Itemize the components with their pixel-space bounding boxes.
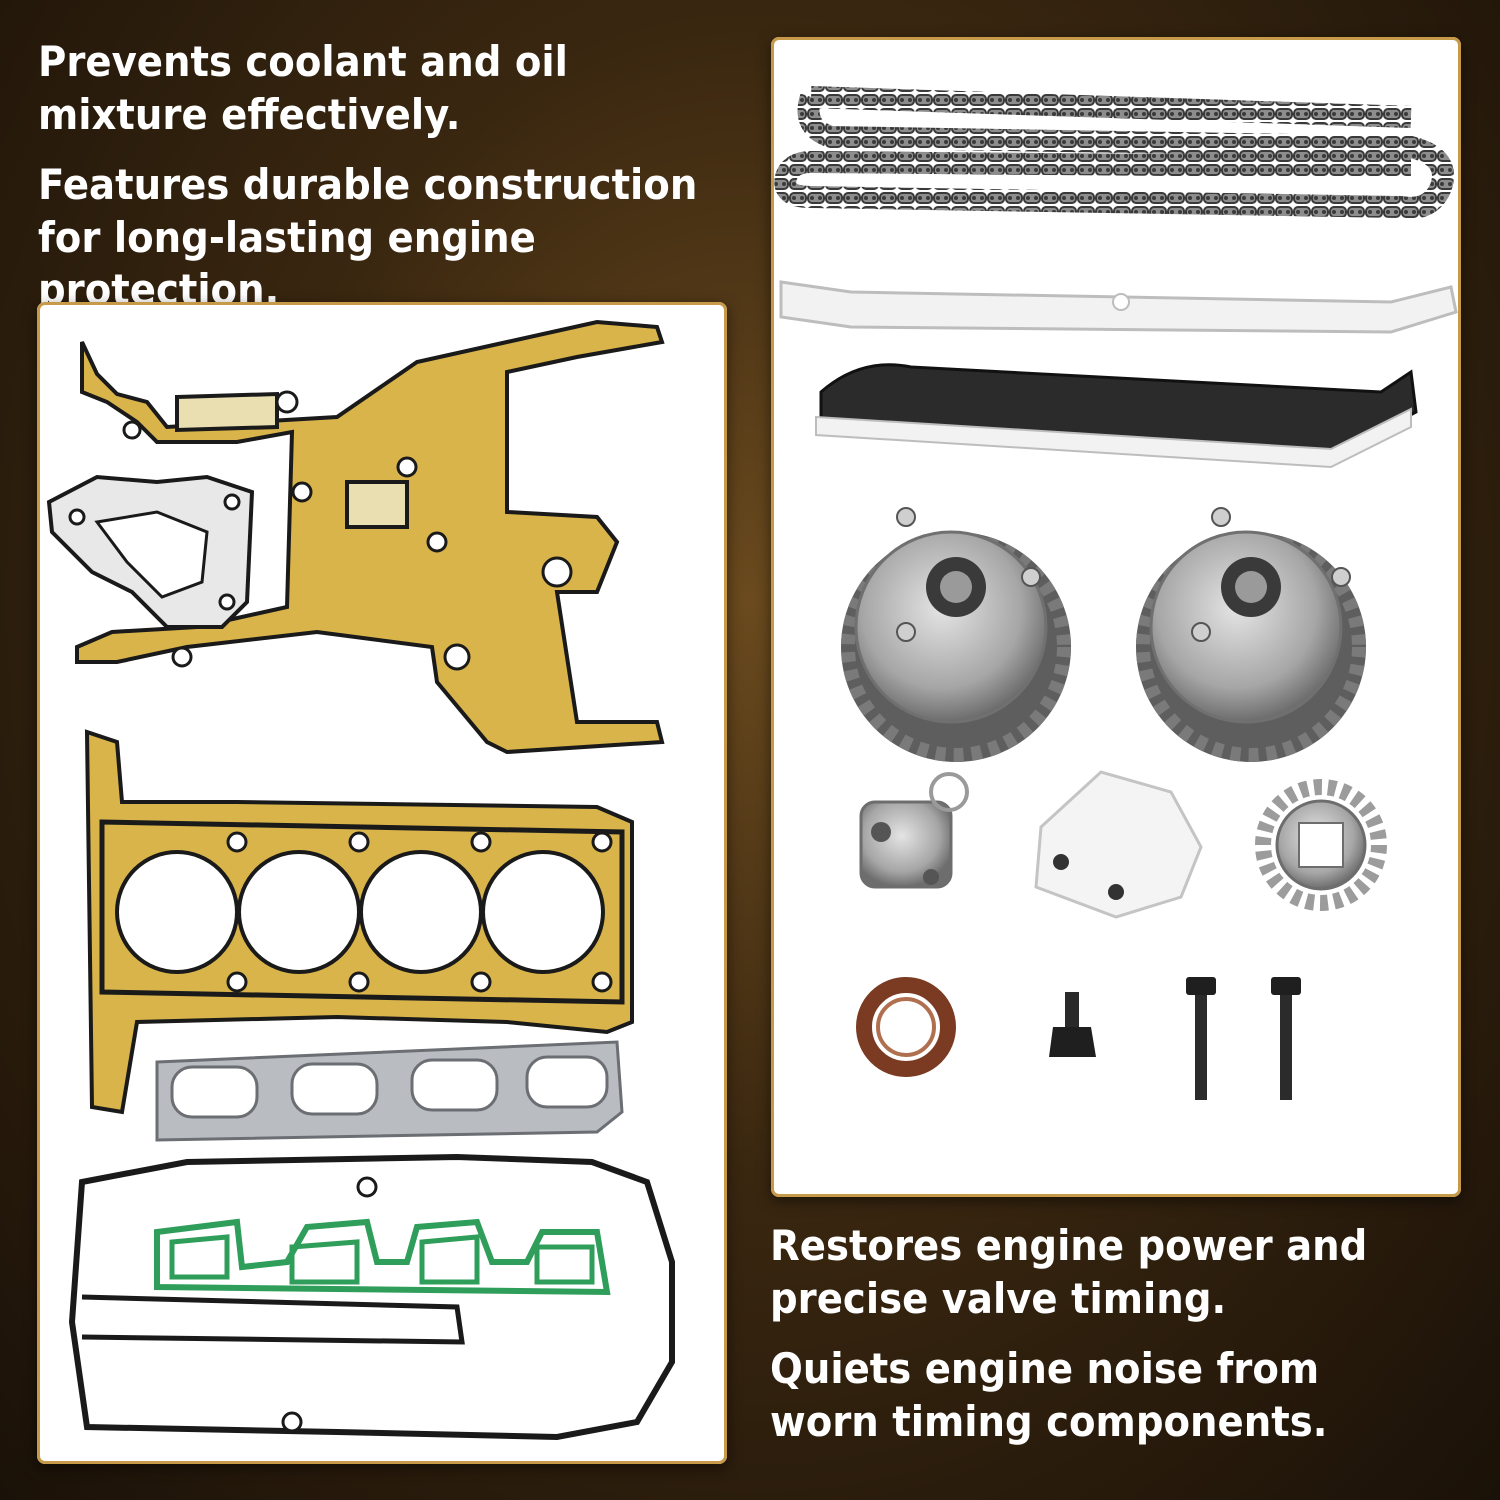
bottom-feature-captions: Restores engine power and precise valve … [770, 1220, 1414, 1466]
timing-chain [774, 86, 1454, 219]
upper-guide-block [1034, 770, 1203, 919]
timing-kit-panel [771, 37, 1461, 1197]
caption-quiets-noise: Quiets engine noise from worn timing com… [770, 1344, 1328, 1446]
cam-phaser-intake [841, 507, 1071, 762]
crank-seal [856, 977, 956, 1077]
tensioner-rail [815, 363, 1418, 469]
exhaust-manifold-gasket [155, 1040, 624, 1142]
caption-durable-construction: Features durable construction for long-l… [38, 160, 698, 314]
crankshaft-sprocket [1255, 779, 1387, 911]
gasket-set-panel [37, 302, 727, 1464]
timing-cover-gasket [75, 319, 665, 755]
gasket-set-illustration [46, 319, 675, 1441]
valve-cover-gasket [68, 1153, 675, 1441]
chain-tensioner [859, 772, 969, 889]
caption-restores-power: Restores engine power and precise valve … [770, 1221, 1368, 1323]
bolts [1186, 977, 1301, 1100]
caption-prevents-mixture: Prevents coolant and oil mixture effecti… [38, 37, 568, 139]
intake-manifold-gasket [154, 1218, 611, 1296]
cam-phaser-exhaust [1136, 507, 1366, 762]
water-pump-gasket [46, 474, 255, 629]
cylinder-head-gasket [84, 729, 634, 1115]
top-feature-captions: Prevents coolant and oil mixture effecti… [38, 36, 700, 335]
guide-pin [1049, 992, 1096, 1057]
timing-kit-illustration [774, 86, 1458, 1100]
chain-guide-rail [779, 280, 1458, 334]
